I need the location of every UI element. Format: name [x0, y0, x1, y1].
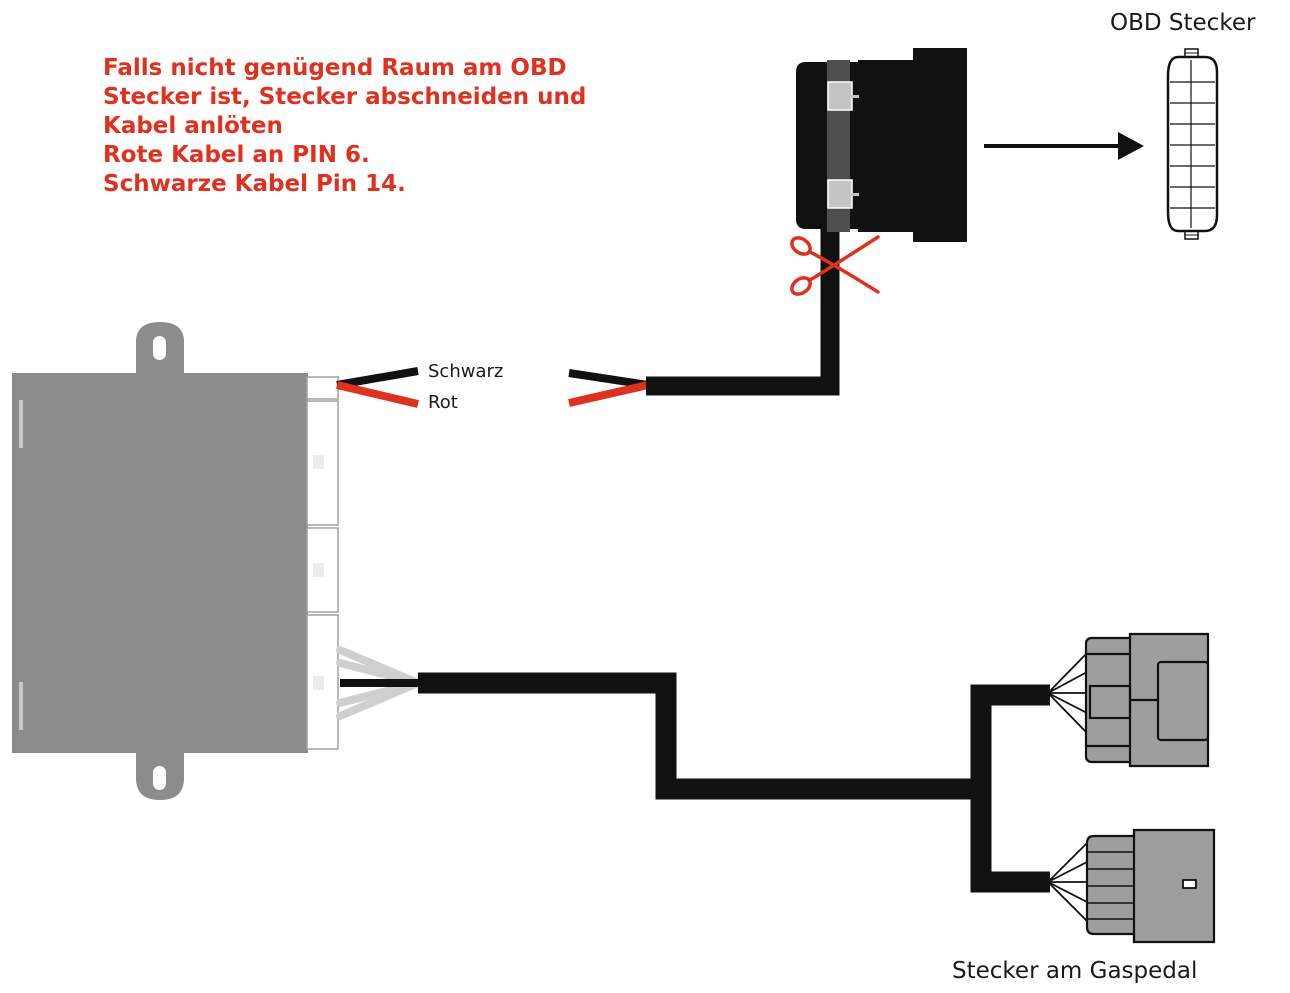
black-wire-label: Schwarz [428, 361, 504, 382]
direction-arrow [984, 132, 1144, 160]
note-line: Falls nicht genügend Raum am OBD [103, 55, 567, 81]
obd-plug-clip-top [827, 81, 853, 111]
note-line: Stecker ist, Stecker abschneiden und [103, 84, 587, 110]
red-wire-label: Rot [428, 392, 458, 413]
obd-connector-label: OBD Stecker [1110, 10, 1256, 36]
pedal-plug-upper [1084, 632, 1210, 768]
module-body [12, 373, 308, 753]
note-line: Kabel anlöten [103, 113, 283, 139]
module-slot-bottom [19, 682, 23, 730]
obd-plug [796, 48, 967, 242]
obd-socket-outline [1166, 55, 1219, 233]
scissors-icon [790, 235, 880, 296]
module-port-1 [306, 376, 339, 400]
pedal-connector-label: Stecker am Gaspedal [952, 958, 1198, 984]
pedal-harness [336, 646, 1088, 922]
pedal-plug-lower [1085, 828, 1216, 944]
installation-note: Falls nicht genügend Raum am OBD Stecker… [103, 54, 723, 199]
module-mount-hole-top [153, 336, 166, 360]
obd-plug-front [913, 48, 967, 242]
note-line: Rote Kabel an PIN 6. [103, 142, 370, 168]
power-wires-obd-side [568, 220, 840, 407]
power-wires-module-side [336, 367, 419, 408]
module-mount-hole-bottom [153, 766, 166, 790]
pedal-cable-split [970, 684, 1050, 893]
pedal-cable-main [418, 672, 980, 800]
module-slot-top [19, 400, 23, 448]
obd-plug-clip-bottom [827, 179, 853, 209]
obd-socket [1166, 48, 1219, 240]
note-line: Schwarze Kabel Pin 14. [103, 171, 406, 197]
obd-cable [646, 220, 840, 396]
control-module [12, 322, 339, 800]
